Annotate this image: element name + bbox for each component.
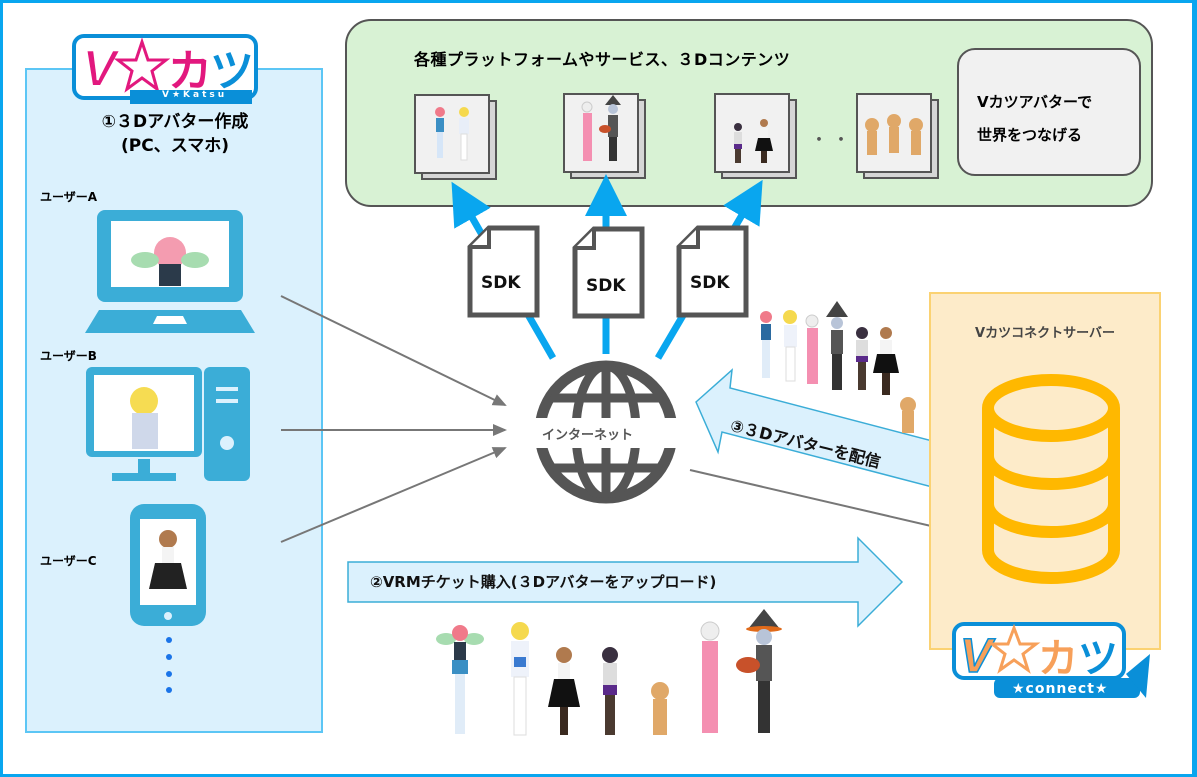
- upload-arrow: ②VRMチケット購入(３Dアバターをアップロード): [346, 536, 906, 630]
- svg-text:カ: カ: [168, 46, 212, 97]
- avatar-group-image: [760, 301, 916, 433]
- sdk-document-3: SDK: [676, 225, 749, 318]
- server-connector: [689, 469, 946, 533]
- avatar-creation-title: ①３Dアバター作成 (PC、スマホ): [60, 110, 290, 158]
- content-card-4: [856, 93, 946, 183]
- content-card-3: [714, 93, 804, 183]
- svg-text:V: V: [82, 40, 121, 98]
- vkatsu-connect-logo: V カ ツ ★connect★: [950, 618, 1150, 703]
- card-front: [563, 93, 639, 173]
- svg-text:ツ: ツ: [210, 46, 254, 97]
- globe-icon: [534, 360, 679, 504]
- document-icon: [467, 225, 540, 318]
- user-a-connector: [280, 295, 507, 406]
- slogan-box: Vカツアバターで 世界をつなげる: [957, 48, 1141, 176]
- document-icon: [572, 226, 645, 319]
- user-c-connector: [280, 447, 507, 543]
- user-a-label: ユーザーA: [40, 190, 98, 204]
- user-b-label: ユーザーB: [40, 349, 97, 363]
- sdk-document-2: SDK: [572, 226, 645, 319]
- avatars-cats-image: [865, 114, 923, 155]
- avatar-lineup-image: [436, 609, 782, 736]
- connect-server-panel: [929, 292, 1161, 650]
- avatars-pink-blonde-image: [435, 107, 469, 161]
- arrow-right-shape: [347, 536, 904, 628]
- desktop-icon: [84, 367, 254, 489]
- card-front: [414, 94, 490, 174]
- connect-logo-graphic: V カ ツ: [952, 622, 1150, 698]
- vkatsu-logo-subtext: V★Katsu: [162, 90, 228, 100]
- avatar-creation-title-line2: (PC、スマホ): [121, 136, 229, 156]
- database-icon: [978, 374, 1124, 588]
- content-card-2: [563, 93, 653, 183]
- document-icon: [676, 225, 749, 318]
- vkatsu-logo-graphic: V カ ツ: [72, 34, 258, 104]
- user-c-label: ユーザーC: [40, 554, 97, 568]
- smartphone-icon: [129, 503, 207, 633]
- svg-text:V: V: [960, 630, 996, 683]
- slogan-line1: Vカツアバターで: [977, 93, 1093, 111]
- svg-text:カ: カ: [1038, 636, 1078, 682]
- server-title: Vカツコネクトサーバー: [975, 326, 1115, 341]
- sdk-label-2: SDK: [586, 276, 626, 296]
- sdk-document-1: SDK: [467, 225, 540, 318]
- internet-label: インターネット: [542, 428, 634, 443]
- slogan-line2: 世界をつなげる: [977, 126, 1083, 144]
- svg-text:ツ: ツ: [1078, 636, 1118, 682]
- platforms-title: 各種プラットフォームやサービス、３Dコンテンツ: [414, 50, 791, 69]
- avatar-creation-title-line1: ①３Dアバター作成: [101, 112, 249, 132]
- upload-label: ②VRMチケット購入(３Dアバターをアップロード): [370, 573, 717, 591]
- connect-logo-subtext: ★connect★: [1012, 681, 1109, 697]
- card-front: [714, 93, 790, 173]
- avatar-group-distribute: [752, 295, 922, 435]
- laptop-icon: [85, 208, 255, 340]
- continuation-dots: [165, 636, 175, 700]
- card-front: [856, 93, 932, 173]
- sdk-label-1: SDK: [481, 273, 521, 293]
- avatars-kimono-witch-image: [581, 95, 621, 161]
- sdk-label-3: SDK: [690, 273, 730, 293]
- vkatsu-logo: V カ ツ V★Katsu: [70, 28, 260, 108]
- internet-globe: インターネット: [534, 360, 679, 505]
- avatars-schoolgirl-maid-image: [734, 119, 773, 163]
- avatar-lineup-upload: [430, 605, 800, 740]
- content-card-1: [414, 94, 504, 184]
